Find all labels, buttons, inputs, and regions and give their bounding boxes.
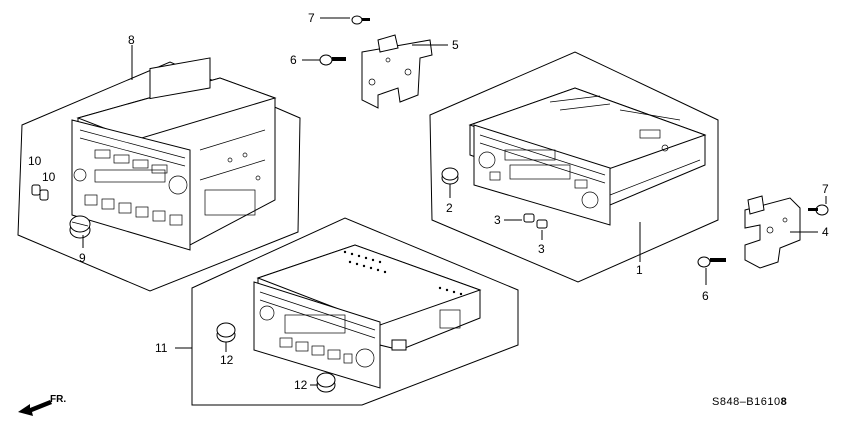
front-arrow-icon: [18, 400, 52, 416]
group-8-outline: [17, 61, 301, 292]
knob-2: [441, 167, 459, 185]
callout-7a: 7: [308, 11, 315, 25]
drawing-code: S848–B16108: [712, 396, 787, 408]
radio-11-vent-holes: [343, 250, 463, 296]
screw-7-right: [808, 204, 829, 216]
radio-1-top-markings: [549, 95, 681, 152]
group-1-outline: [429, 51, 719, 283]
group-11-outline: [191, 217, 519, 406]
callout-1: 1: [636, 263, 643, 277]
callout-11: 11: [155, 341, 168, 355]
knob-3: [523, 213, 548, 229]
callout-7b: 7: [822, 182, 829, 196]
callout-12b: 12: [294, 378, 308, 392]
knob-12-upper: [216, 322, 236, 343]
callout-6a: 6: [290, 53, 297, 67]
radio-unit-11: [191, 217, 519, 406]
callout-9: 9: [79, 251, 86, 265]
knob-10: [31, 184, 49, 201]
screw-6-top: [319, 54, 346, 66]
callout-2: 2: [446, 201, 453, 215]
callout-8: 8: [128, 33, 135, 47]
callout-3a: 3: [494, 213, 501, 227]
knob-12-lower: [316, 372, 336, 393]
callout-6b: 6: [702, 289, 709, 303]
knob-9: [69, 215, 91, 239]
radio-unit-8: [17, 57, 301, 292]
front-label: FR.: [50, 394, 66, 405]
radio-8-label: [149, 57, 211, 100]
bracket-5: [361, 34, 433, 109]
screw-7-top: [351, 15, 370, 25]
callout-5: 5: [452, 38, 459, 52]
callout-3b: 3: [538, 242, 545, 256]
callout-10b: 10: [42, 170, 56, 184]
radio-8-faceplate: [71, 119, 191, 251]
screw-6-right: [697, 256, 726, 268]
radio-unit-1: [429, 51, 719, 283]
bracket-4: [744, 195, 801, 269]
callout-12a: 12: [220, 353, 234, 367]
callout-10a: 10: [28, 154, 42, 168]
callout-4: 4: [822, 225, 829, 239]
